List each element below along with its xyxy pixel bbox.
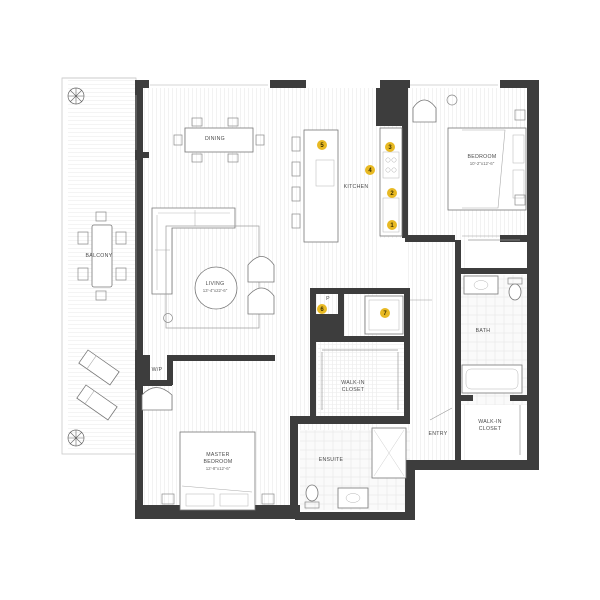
room-dims-master: 12'-8"x12'-6": [206, 466, 231, 471]
ensuite-shower: [371, 427, 407, 479]
svg-text:4: 4: [368, 168, 372, 174]
room-label-pantry: P: [326, 296, 330, 302]
svg-text:1: 1: [390, 223, 394, 229]
room-label-bedroom: BEDROOM: [468, 154, 497, 160]
room-label-closet-1: CLOSET: [342, 387, 365, 393]
svg-text:7: 7: [383, 311, 387, 317]
room-label-walkin-2: WALK-IN: [478, 419, 502, 425]
coffee-table: [194, 266, 238, 310]
room-label-wp: W/P: [152, 367, 163, 373]
dining-table: [173, 117, 265, 163]
room-dims-bedroom: 10'-2"x12'-6": [470, 161, 495, 166]
lounge-chair: [76, 384, 118, 421]
balcony-table: [77, 211, 127, 301]
room-label-balcony: BALCONY: [86, 253, 113, 259]
bedroom-bed: [447, 127, 527, 211]
door-swings: [410, 235, 500, 421]
marker-5: 5: [317, 140, 327, 150]
armchair: [247, 287, 275, 315]
nightstand: [514, 109, 526, 206]
bedroom-chair: [412, 94, 458, 123]
room-label-entry: ENTRY: [429, 431, 448, 437]
room-label-walkin-1: WALK-IN: [341, 380, 365, 386]
master-nightstand: [161, 493, 275, 505]
sectional-sofa: [151, 207, 236, 295]
svg-text:6: 6: [320, 307, 324, 313]
marker-4: 4: [365, 165, 375, 175]
closet-rods: [321, 239, 521, 455]
master-chair: [141, 387, 173, 411]
plant-icon: [67, 429, 85, 447]
master-bed: [179, 431, 256, 511]
toilet: [507, 277, 523, 301]
marker-2: 2: [387, 188, 397, 198]
room-label-dining: DINING: [205, 136, 225, 142]
room-label-living: LIVING: [206, 281, 225, 287]
room-label-master: MASTER: [206, 452, 229, 458]
side-table: [163, 313, 173, 323]
room-label-master-bedroom: BEDROOM: [204, 459, 233, 465]
plant-icon: [67, 87, 85, 105]
svg-text:3: 3: [388, 145, 392, 151]
balcony-windows: [135, 84, 498, 500]
marker-3: 3: [385, 142, 395, 152]
ensuite-toilet: [304, 484, 320, 509]
marker-1: 1: [387, 220, 397, 230]
room-label-ensuite: ENSUITE: [319, 457, 344, 463]
bath-vanity: [463, 275, 499, 295]
bathtub: [461, 364, 523, 394]
interior-walls: [142, 235, 535, 516]
room-dims-living: 13'-4"x22'-6": [203, 288, 228, 293]
svg-text:5: 5: [320, 143, 324, 149]
room-label-kitchen: KITCHEN: [344, 184, 369, 190]
room-label-bath: BATH: [476, 328, 491, 334]
lounge-chair: [78, 349, 120, 386]
kitchen-island: [291, 129, 339, 243]
marker-7: 7: [380, 308, 390, 318]
marker-6: 6: [317, 304, 327, 314]
svg-text:2: 2: [390, 191, 394, 197]
armchair: [247, 256, 275, 283]
ensuite-vanity: [337, 487, 369, 509]
room-label-closet-2: CLOSET: [479, 426, 502, 432]
exterior-walls: [135, 80, 539, 520]
kitchen-counter: [379, 127, 403, 237]
